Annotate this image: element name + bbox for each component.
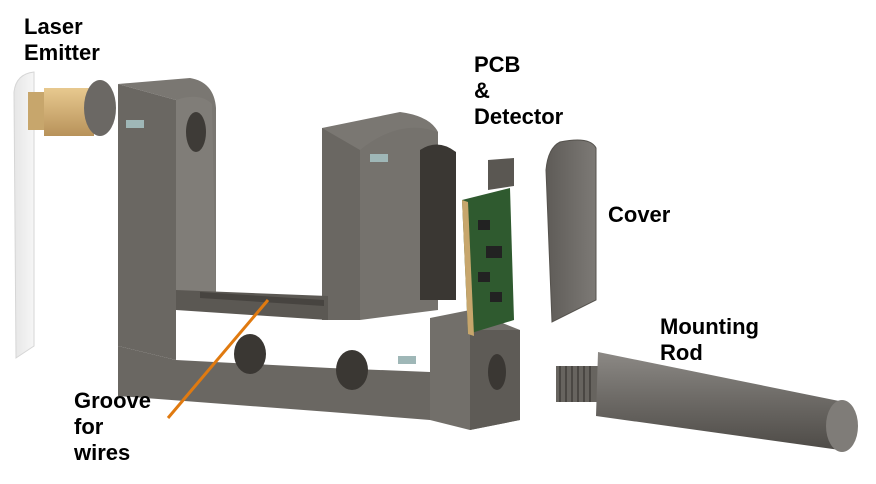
label-cover: Cover <box>608 202 671 227</box>
label-mounting-rod: Mounting Rod <box>660 314 759 365</box>
wire-groove <box>200 292 324 306</box>
threaded-hole <box>234 334 266 374</box>
mounting-rod-part <box>556 352 858 452</box>
laser-beam <box>13 71 35 359</box>
housing-body <box>118 78 520 430</box>
cover-part <box>545 139 597 323</box>
threaded-hole <box>488 354 506 390</box>
groove-leader-line <box>166 299 270 419</box>
laser-emitter-part <box>28 80 116 136</box>
pillar-hole <box>186 112 206 152</box>
pcb-detector-part <box>462 158 514 336</box>
label-pcb-detector: PCB & Detector <box>474 52 564 129</box>
label-groove: Groove for wires <box>74 388 152 465</box>
threaded-hole <box>336 350 368 390</box>
label-laser-emitter: Laser Emitter <box>24 14 100 65</box>
